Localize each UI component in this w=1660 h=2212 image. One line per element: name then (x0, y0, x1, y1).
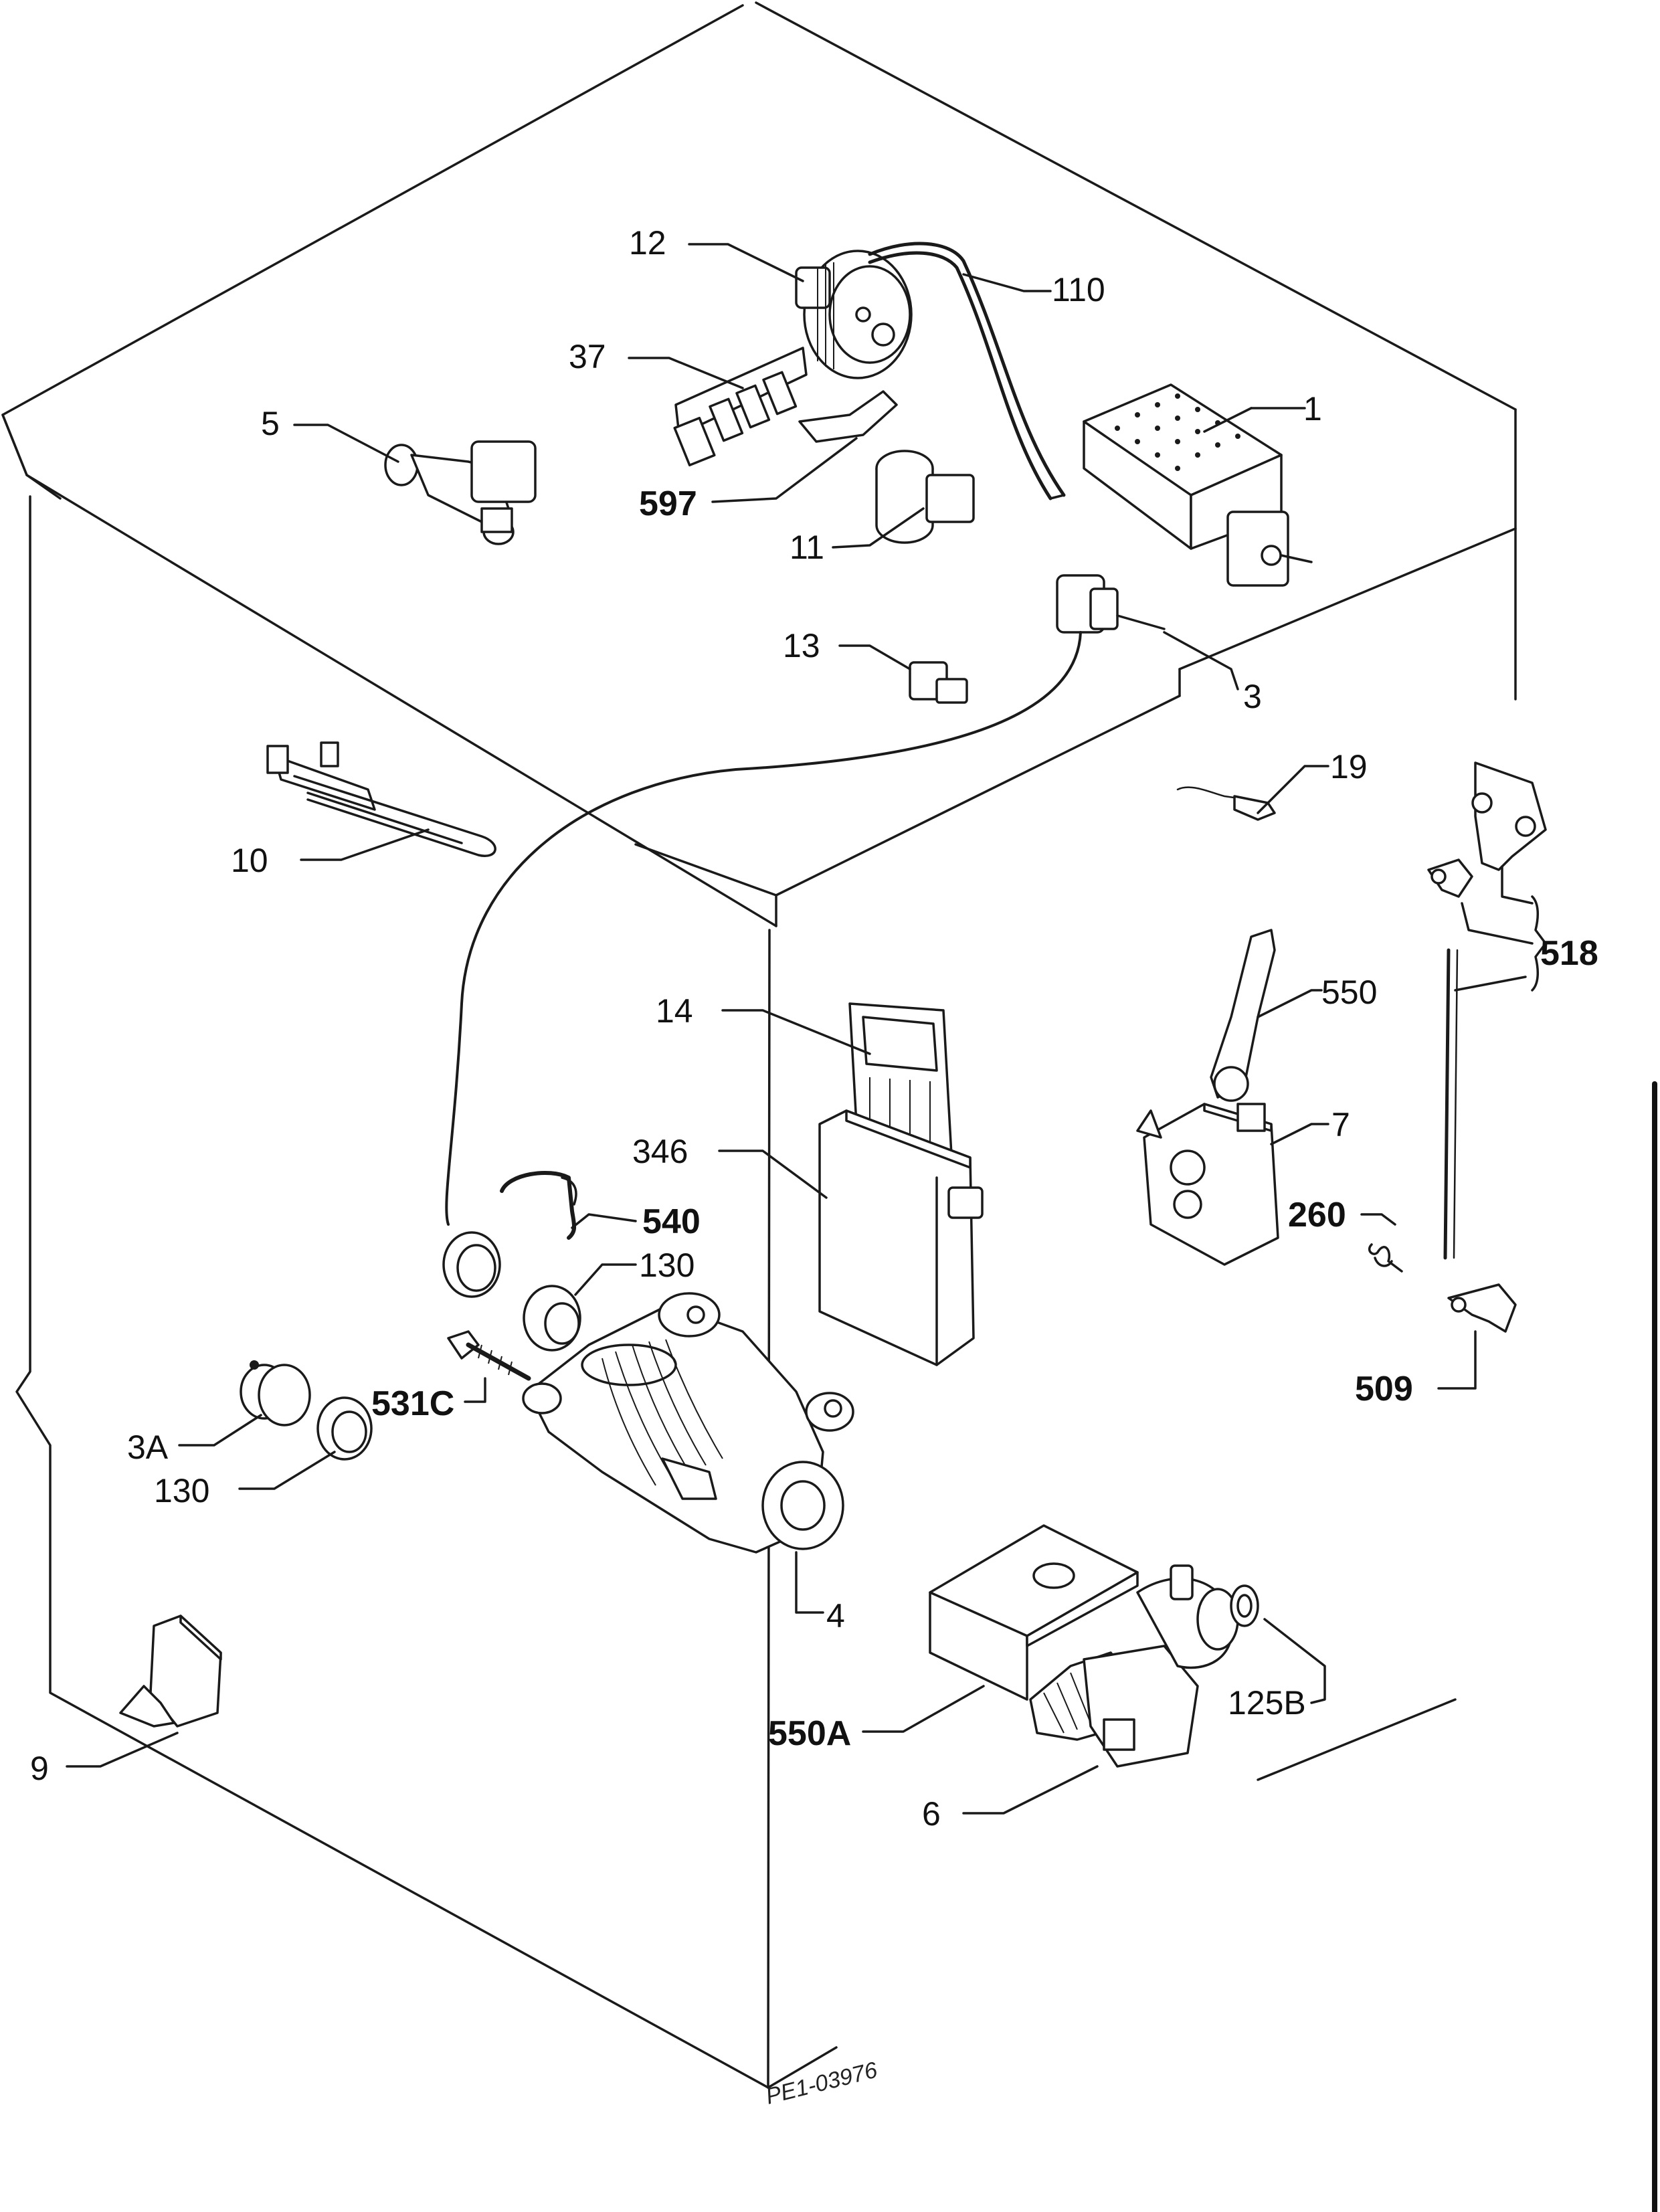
part-labels: 12 110 37 5 1 597 11 13 3 19 10 518 14 5… (30, 224, 1598, 2110)
label-540: 540 (642, 1202, 701, 1241)
label-130-lower: 130 (154, 1472, 209, 1509)
label-110: 110 (1052, 271, 1105, 308)
label-6: 6 (922, 1795, 941, 1833)
label-13: 13 (783, 627, 820, 664)
label-3: 3 (1243, 678, 1262, 715)
label-4: 4 (826, 1597, 845, 1635)
terminal-block-37 (673, 347, 808, 467)
suppressor-9 (119, 1615, 222, 1728)
label-550: 550 (1321, 974, 1377, 1011)
drain-pump-6 (1029, 1564, 1239, 1768)
label-9: 9 (30, 1750, 49, 1787)
spring-260 (1368, 1243, 1403, 1273)
programmer-1 (1083, 383, 1313, 587)
label-125B: 125B (1228, 1684, 1306, 1722)
seal-130-upper (442, 1231, 501, 1298)
label-346: 346 (632, 1133, 688, 1170)
hose-clamp-540 (500, 1170, 577, 1240)
label-19: 19 (1330, 748, 1368, 786)
label-7: 7 (1331, 1106, 1350, 1143)
label-531C: 531C (371, 1384, 454, 1423)
label-597: 597 (639, 484, 697, 523)
label-1: 1 (1303, 390, 1322, 428)
interlock-cable (445, 631, 1082, 1226)
motor-4 (522, 1292, 854, 1554)
bolt-531C (447, 1330, 531, 1381)
leader-lines (66, 243, 1477, 1815)
inlet-connector-5 (384, 440, 537, 545)
label-518: 518 (1540, 934, 1598, 973)
heater-element-10 (266, 741, 496, 857)
label-37: 37 (569, 338, 606, 375)
sensor-19 (1176, 786, 1276, 821)
drawing-code-stamp: PE1-03976 (763, 2057, 880, 2110)
clip-597 (798, 390, 898, 443)
label-11: 11 (790, 529, 824, 566)
hose-110 (868, 242, 1066, 500)
capacitor-11 (875, 450, 975, 544)
seal-130-lower (316, 1396, 373, 1461)
door-lock-7 (1136, 1103, 1279, 1266)
drawer-housing-346 (818, 1109, 984, 1366)
latch-assembly-518 (1427, 761, 1547, 1260)
label-12: 12 (629, 224, 666, 262)
label-5: 5 (261, 405, 280, 442)
label-509: 509 (1355, 1370, 1413, 1408)
label-260: 260 (1288, 1196, 1346, 1234)
door-interlock-3 (1056, 574, 1166, 634)
pressure-switch-12 (795, 250, 913, 379)
hook-509 (1447, 1283, 1517, 1333)
o-ring-125B (1230, 1584, 1259, 1627)
lever-550 (1210, 929, 1276, 1102)
label-14: 14 (656, 992, 693, 1030)
sensor-3A (240, 1360, 311, 1426)
seal-130-middle (523, 1285, 581, 1352)
label-550A: 550A (768, 1714, 851, 1753)
label-10: 10 (231, 842, 268, 879)
label-3A: 3A (127, 1428, 169, 1466)
connector-13 (909, 661, 968, 704)
label-130-upper: 130 (639, 1247, 695, 1284)
cover-550A (929, 1524, 1139, 1701)
